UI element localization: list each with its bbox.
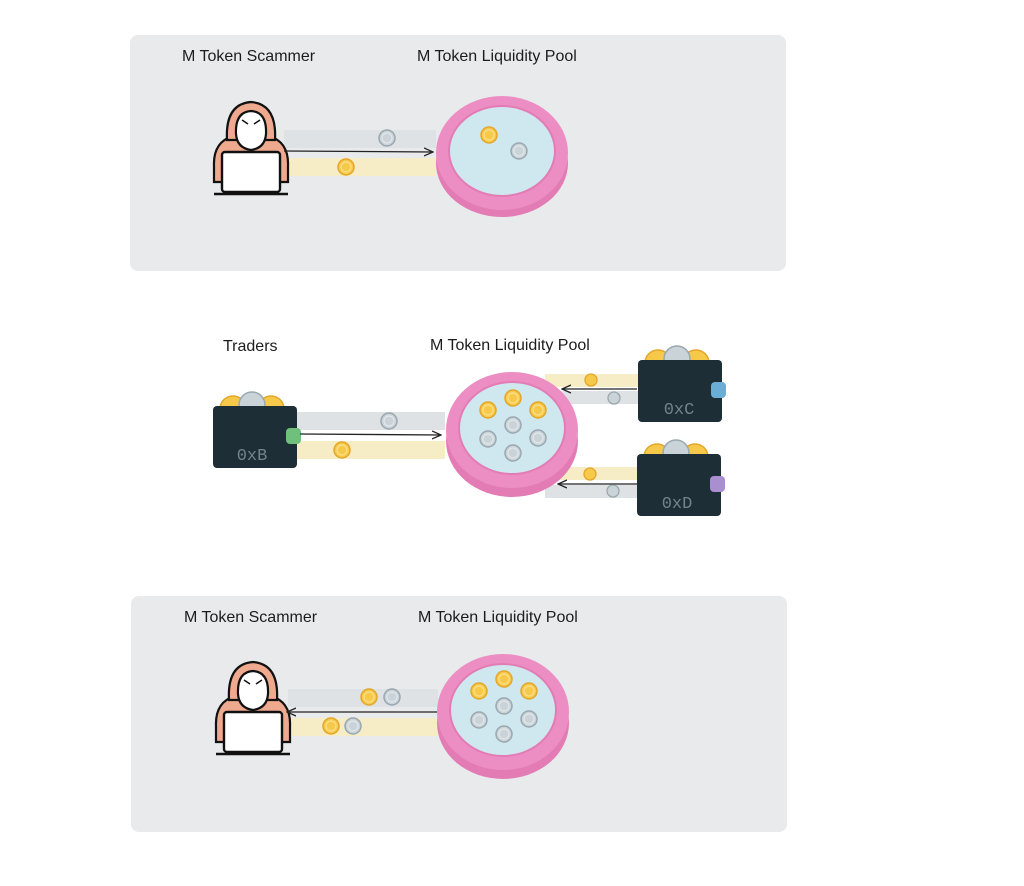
wallet-0xB: 0xB: [212, 391, 301, 469]
flow-band-silver: [297, 412, 445, 430]
scene-1-actor-label: M Token Scammer: [182, 48, 316, 65]
flow-band-silver: [284, 130, 436, 148]
flow-band-gold: [284, 158, 436, 176]
wallet-tab: [286, 428, 301, 444]
flow-band-gold: [288, 718, 438, 736]
silver-coin-icon: [380, 412, 398, 430]
silver-coin-icon: [529, 429, 547, 447]
gold-coin-icon: [584, 373, 598, 387]
liquidity-pool-icon: [446, 372, 578, 497]
silver-coin-icon: [479, 430, 497, 448]
silver-coin-icon: [606, 484, 620, 498]
silver-coin-icon: [378, 129, 396, 147]
gold-coin-icon: [479, 401, 497, 419]
wallet-id-0xB: 0xB: [237, 447, 268, 466]
gold-coin-icon: [333, 441, 351, 459]
scene-1-pool-label: M Token Liquidity Pool: [417, 48, 577, 65]
flow-band-gold: [297, 441, 445, 459]
silver-coin-icon: [495, 697, 513, 715]
scene-3: [214, 654, 569, 779]
silver-coin-icon: [520, 710, 538, 728]
silver-coin-icon: [607, 391, 621, 405]
scene-1: [212, 96, 568, 217]
silver-coin-icon: [510, 142, 528, 160]
silver-coin-icon: [504, 416, 522, 434]
wallet-0xC: 0xC: [637, 345, 726, 423]
gold-coin-icon: [520, 682, 538, 700]
silver-coin-icon: [344, 717, 362, 735]
silver-coin-icon: [383, 688, 401, 706]
wallet-id-0xC: 0xC: [664, 401, 695, 420]
silver-coin-icon: [470, 711, 488, 729]
silver-coin-icon: [504, 444, 522, 462]
flow-band-silver: [545, 485, 640, 498]
hacker-laptop-icon: [214, 660, 292, 756]
gold-coin-icon: [322, 717, 340, 735]
scene-2: 0xB 0xC: [212, 345, 726, 517]
silver-coin-icon: [495, 725, 513, 743]
scene-3-pool-label: M Token Liquidity Pool: [418, 609, 578, 626]
trade-arrow-0xB: [299, 434, 441, 435]
liquidity-pool-icon: [436, 96, 568, 217]
deposit-arrow: [283, 151, 433, 152]
gold-coin-icon: [504, 389, 522, 407]
wallet-0xD: 0xD: [636, 439, 725, 517]
scene-2-pool-label: M Token Liquidity Pool: [430, 337, 590, 354]
scene-3-actor-label: M Token Scammer: [184, 609, 318, 626]
hacker-laptop-icon: [212, 100, 290, 196]
gold-coin-icon: [529, 401, 547, 419]
liquidity-pool-icon: [437, 654, 569, 779]
gold-coin-icon: [480, 126, 498, 144]
wallet-tab: [711, 382, 726, 398]
gold-coin-icon: [583, 467, 597, 481]
gold-coin-icon: [470, 682, 488, 700]
gold-coin-icon: [337, 158, 355, 176]
gold-coin-icon: [495, 670, 513, 688]
wallet-id-0xD: 0xD: [662, 495, 693, 514]
wallet-tab: [710, 476, 725, 492]
scene-2-traders-label: Traders: [223, 338, 278, 355]
gold-coin-icon: [360, 688, 378, 706]
